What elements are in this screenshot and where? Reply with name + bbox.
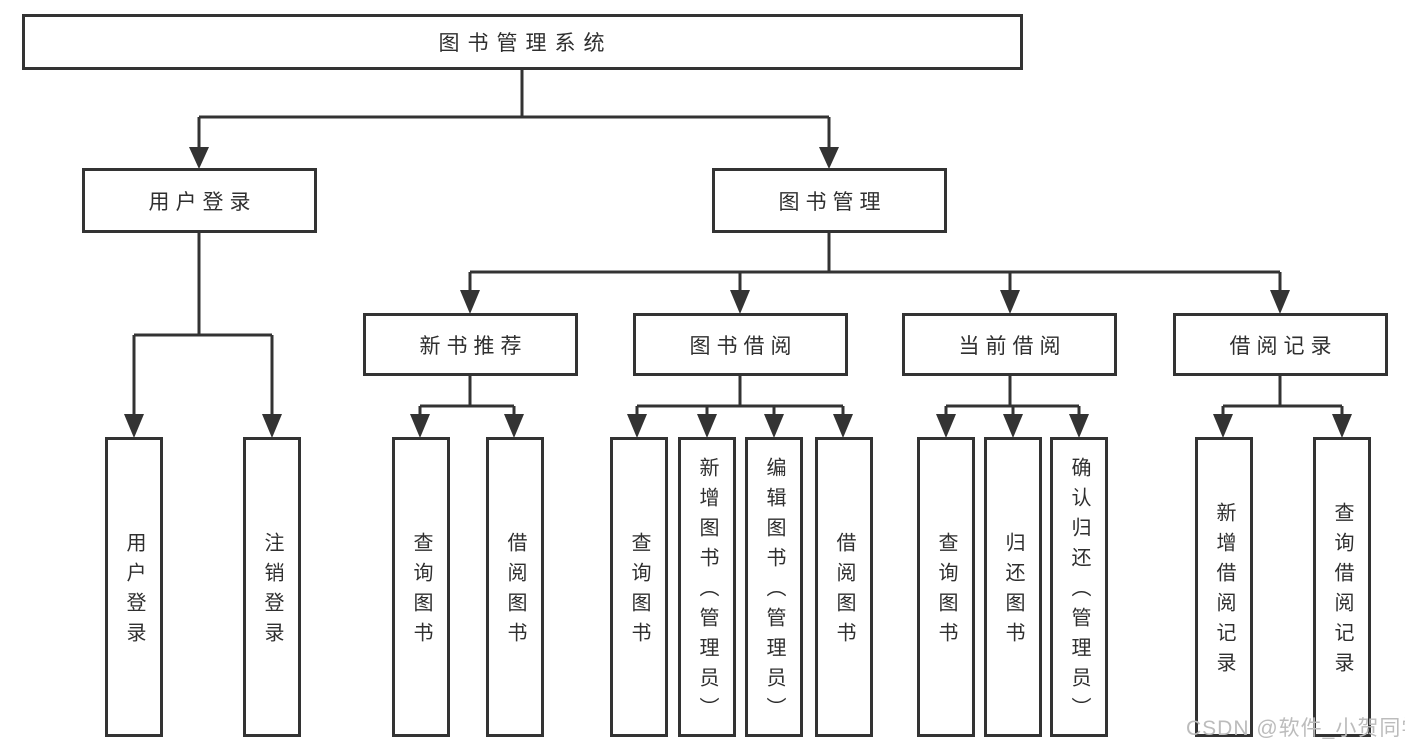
connector-current-to-leaves bbox=[936, 376, 1089, 438]
arrowhead-icon bbox=[1213, 414, 1233, 438]
leaf-label: 借阅图书 bbox=[504, 532, 526, 652]
leaf-logout: 注销登录 bbox=[243, 437, 301, 737]
leaf-label: 查询图书 bbox=[628, 532, 650, 652]
leaf-user-login: 用户登录 bbox=[105, 437, 163, 737]
node-label: 图书借阅 bbox=[689, 334, 798, 358]
connector-root-to-level2 bbox=[189, 70, 839, 169]
leaf-borrow-books-recommend: 借阅图书 bbox=[486, 437, 544, 737]
leaf-borrow-books: 借阅图书 bbox=[815, 437, 873, 737]
node-label: 用户登录 bbox=[148, 190, 257, 214]
leaf-add-book-admin: 新增图书（管理员） bbox=[678, 437, 736, 737]
arrowhead-icon bbox=[1003, 414, 1023, 438]
node-root-system: 图书管理系统 bbox=[22, 14, 1023, 70]
leaf-query-books-recommend: 查询图书 bbox=[392, 437, 450, 737]
leaf-confirm-return-admin: 确认归还（管理员） bbox=[1050, 437, 1108, 737]
node-label: 当前借阅 bbox=[958, 334, 1067, 358]
arrowhead-icon bbox=[819, 147, 839, 169]
arrowhead-icon bbox=[1000, 290, 1020, 314]
arrowhead-icon bbox=[1069, 414, 1089, 438]
watermark-text: CSDN @软件_小贺同学 bbox=[1186, 717, 1405, 740]
leaf-edit-book-admin: 编辑图书（管理员） bbox=[745, 437, 803, 737]
connector-line bbox=[468, 233, 1282, 292]
node-book-borrow: 图书借阅 bbox=[633, 313, 848, 376]
leaf-query-borrow-record: 查询借阅记录 bbox=[1313, 437, 1371, 737]
arrowhead-icon bbox=[936, 414, 956, 438]
arrowhead-icon bbox=[833, 414, 853, 438]
node-label: 新书推荐 bbox=[419, 334, 528, 358]
arrowhead-icon bbox=[189, 147, 209, 169]
leaf-label: 编辑图书（管理员） bbox=[763, 457, 785, 727]
leaf-label: 确认归还（管理员） bbox=[1068, 457, 1090, 727]
arrowhead-icon bbox=[730, 290, 750, 314]
arrowhead-icon bbox=[504, 414, 524, 438]
arrowhead-icon bbox=[262, 414, 282, 438]
connector-line bbox=[132, 233, 274, 416]
connector-line bbox=[944, 376, 1081, 416]
leaf-label: 查询图书 bbox=[935, 532, 957, 652]
connector-management-to-level3 bbox=[460, 233, 1290, 314]
leaf-label: 用户登录 bbox=[123, 532, 145, 652]
connector-line bbox=[1221, 376, 1344, 416]
node-label: 图书管理 bbox=[778, 190, 887, 214]
arrowhead-icon bbox=[764, 414, 784, 438]
node-current-borrow: 当前借阅 bbox=[902, 313, 1117, 376]
arrowhead-icon bbox=[697, 414, 717, 438]
leaf-query-books-borrow: 查询图书 bbox=[610, 437, 668, 737]
connector-recommend-to-leaves bbox=[410, 376, 524, 438]
leaf-label: 新增图书（管理员） bbox=[696, 457, 718, 727]
arrowhead-icon bbox=[460, 290, 480, 314]
node-label: 借阅记录 bbox=[1229, 334, 1338, 358]
arrowhead-icon bbox=[1332, 414, 1352, 438]
node-new-book-recommend: 新书推荐 bbox=[363, 313, 578, 376]
leaf-return-book: 归还图书 bbox=[984, 437, 1042, 737]
node-book-management: 图书管理 bbox=[712, 168, 947, 233]
leaf-label: 新增借阅记录 bbox=[1213, 502, 1235, 682]
node-user-login: 用户登录 bbox=[82, 168, 317, 233]
leaf-label: 借阅图书 bbox=[833, 532, 855, 652]
leaf-query-books-current: 查询图书 bbox=[917, 437, 975, 737]
node-borrow-records: 借阅记录 bbox=[1173, 313, 1388, 376]
leaf-label: 归还图书 bbox=[1002, 532, 1024, 652]
arrowhead-icon bbox=[627, 414, 647, 438]
leaf-label: 查询借阅记录 bbox=[1331, 502, 1353, 682]
leaf-label: 注销登录 bbox=[261, 532, 283, 652]
connector-borrow-to-leaves bbox=[627, 376, 853, 438]
arrowhead-icon bbox=[124, 414, 144, 438]
leaf-add-borrow-record: 新增借阅记录 bbox=[1195, 437, 1253, 737]
node-label: 图书管理系统 bbox=[438, 32, 613, 55]
arrowhead-icon bbox=[1270, 290, 1290, 314]
connector-line bbox=[197, 70, 831, 150]
connector-login-to-leaves bbox=[124, 233, 282, 438]
connector-line bbox=[418, 376, 516, 416]
arrowhead-icon bbox=[410, 414, 430, 438]
connector-line bbox=[635, 376, 845, 416]
connector-records-to-leaves bbox=[1213, 376, 1352, 438]
leaf-label: 查询图书 bbox=[410, 532, 432, 652]
